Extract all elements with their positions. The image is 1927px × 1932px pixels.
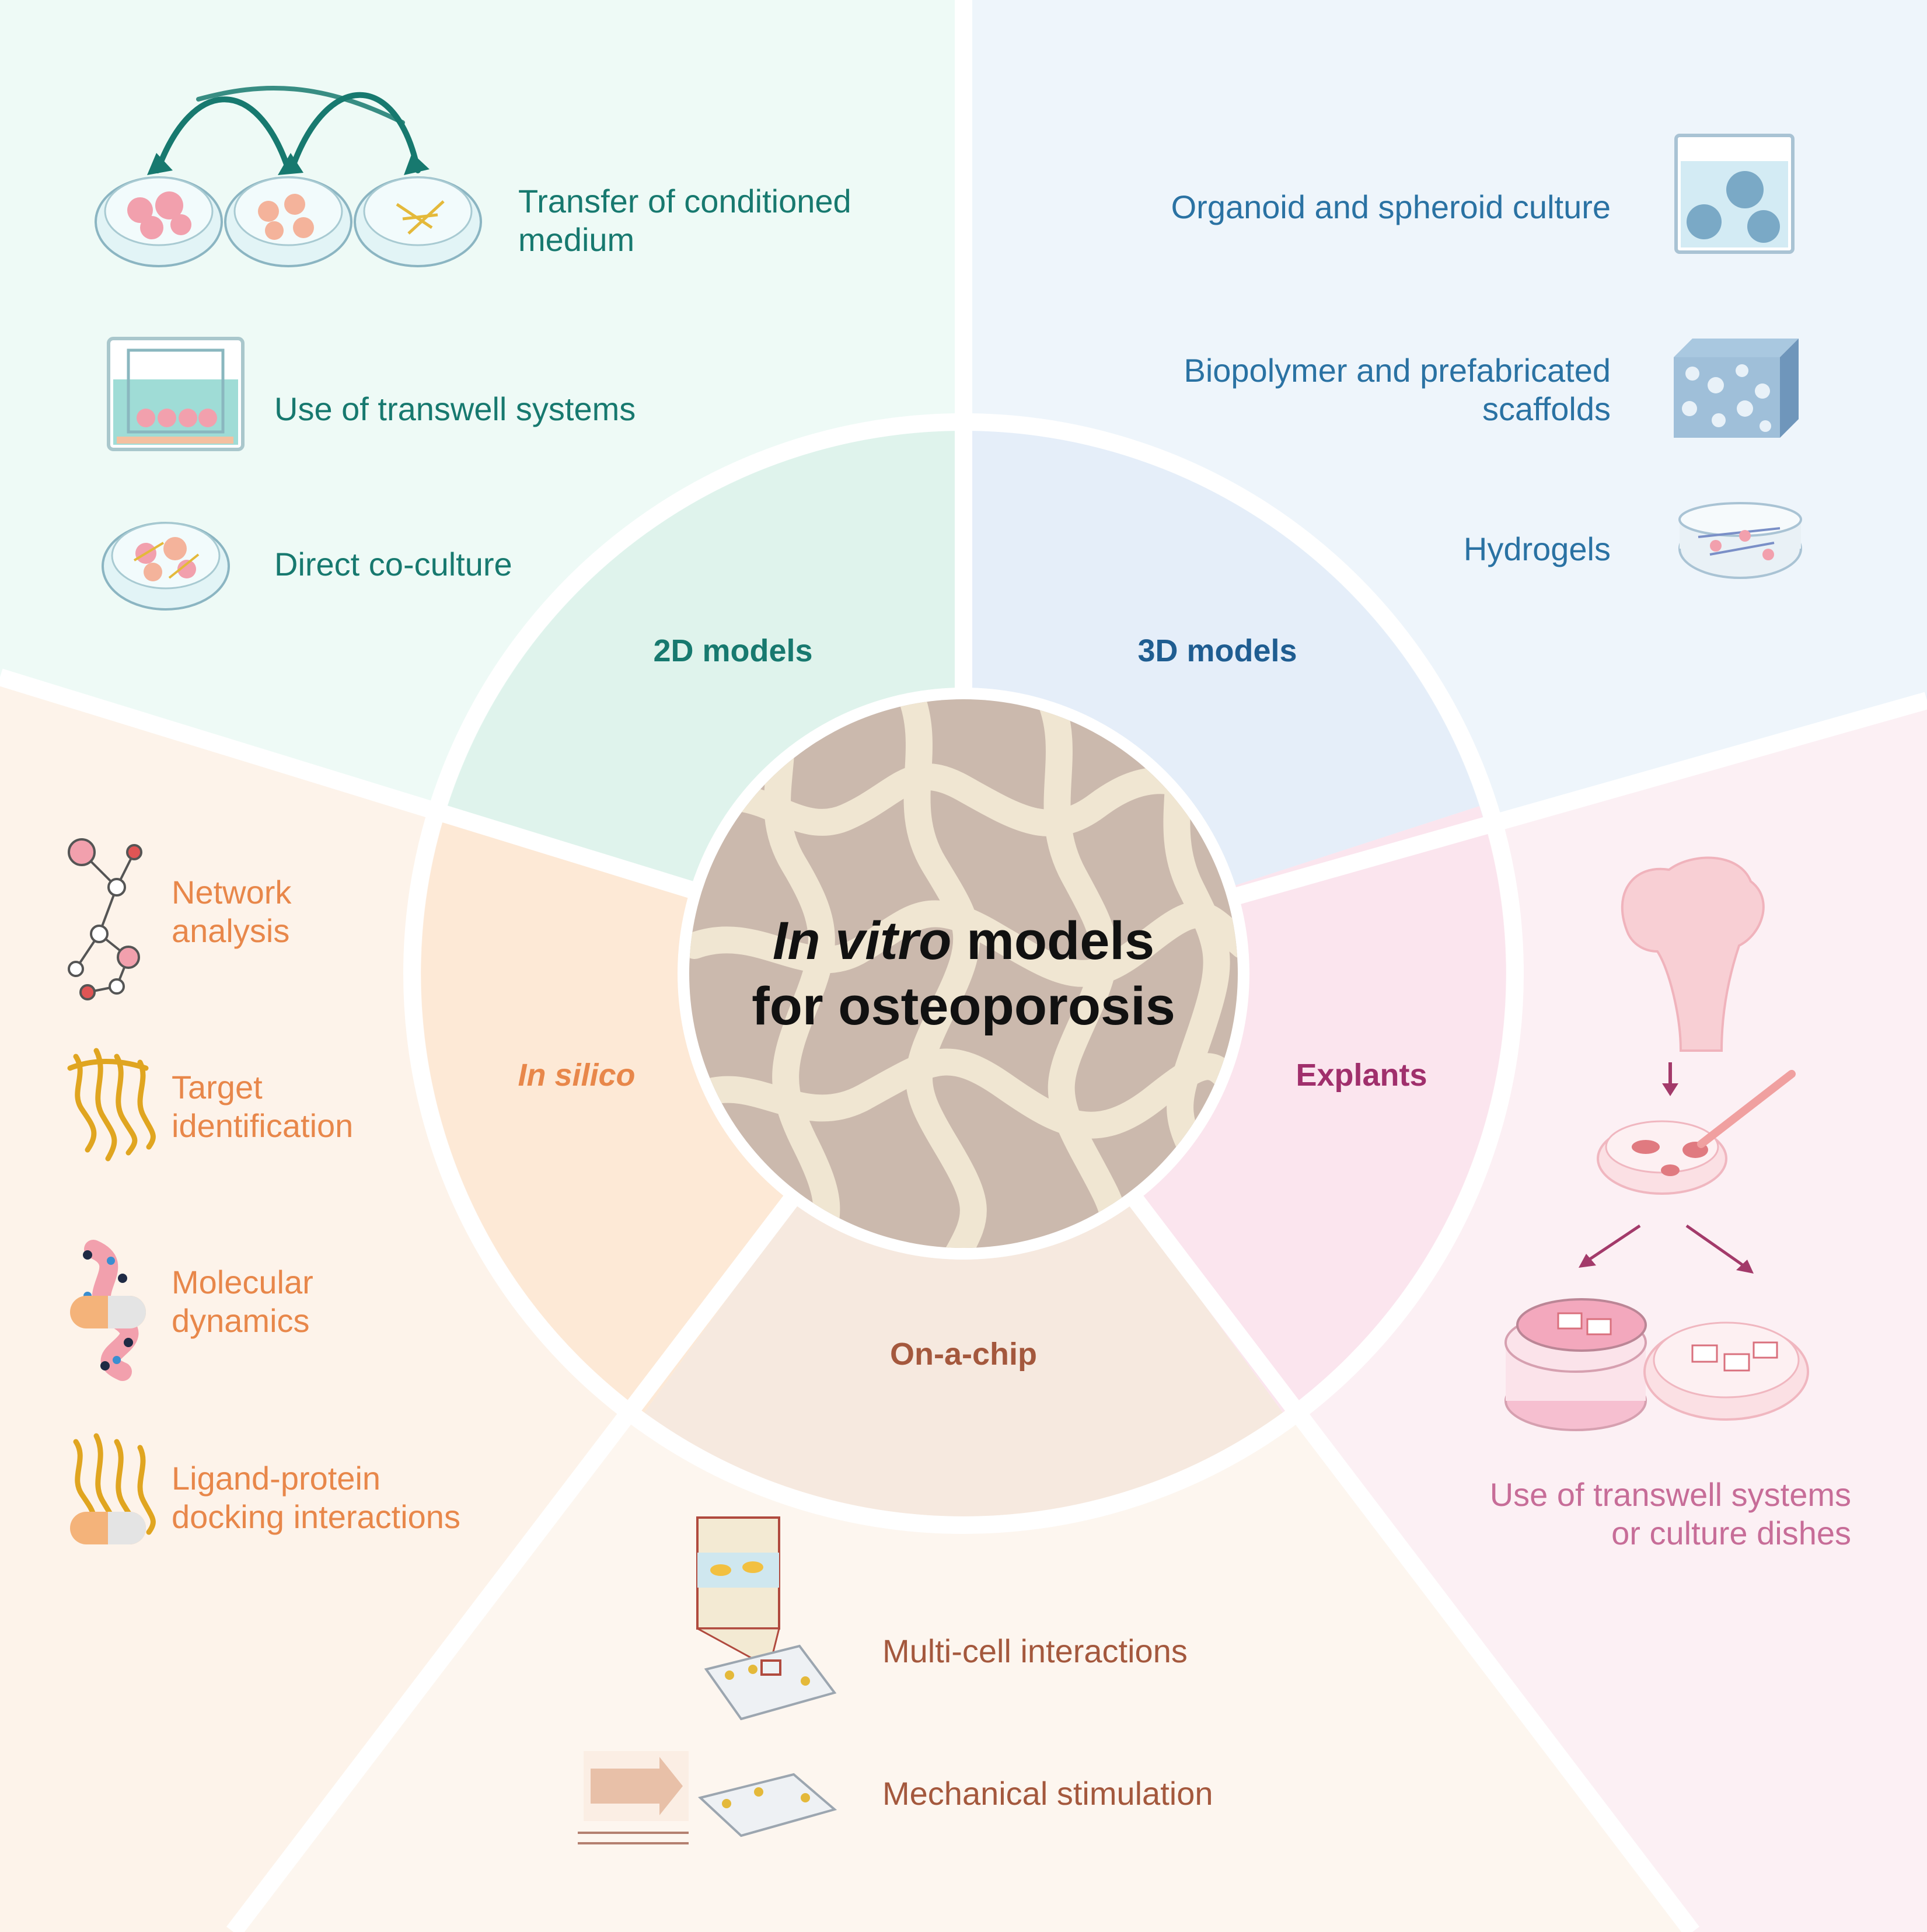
arrows-split-icon <box>1586 1224 1746 1268</box>
category-2d-models: 2D models <box>653 633 813 668</box>
mechanical-stimulation-icon <box>578 1751 837 1844</box>
direct-coculture-icon <box>102 522 230 611</box>
explant-dish-icon <box>1597 1070 1796 1195</box>
label-biopolymer-scaffolds: Biopolymer and prefabricated scaffolds <box>1184 352 1611 427</box>
protein-icon <box>67 1048 156 1162</box>
label-molecular-dynamics: Molecular dynamics <box>172 1264 313 1339</box>
category-3d-models: 3D models <box>1137 633 1297 668</box>
chip-zoom-icon <box>696 1516 837 1721</box>
center-title: In vitro models for osteoporosis <box>752 908 1175 1039</box>
label-direct-coculture: Direct co-culture <box>274 546 512 583</box>
label-explant-transwell-dishes: Use of transwell systems or culture dish… <box>1489 1476 1851 1551</box>
label-mechanical-stimulation: Mechanical stimulation <box>882 1775 1213 1812</box>
explant-transwell-icon <box>1504 1298 1647 1431</box>
label-ligand-protein-docking: Ligand-protein docking interactions <box>172 1460 460 1535</box>
label-transwell-systems: Use of transwell systems <box>274 390 636 427</box>
explant-culture-dish-icon <box>1643 1321 1809 1421</box>
title-rest: models <box>951 911 1155 971</box>
spheroid-icon <box>1674 134 1795 254</box>
category-explants: Explants <box>1296 1058 1427 1093</box>
category-on-a-chip: On-a-chip <box>890 1337 1037 1372</box>
label-multi-cell-interactions: Multi-cell interactions <box>882 1633 1188 1669</box>
label-organoid-spheroid: Organoid and spheroid culture <box>1171 189 1611 225</box>
scaffold-icon <box>1674 339 1799 438</box>
title-line2: for osteoporosis <box>752 977 1175 1036</box>
label-target-identification: Target identification <box>172 1069 354 1144</box>
arrow-down-icon <box>1662 1062 1678 1096</box>
label-conditioned-medium: Transfer of conditioned medium <box>518 183 851 258</box>
molecular-dynamics-icon <box>70 1240 146 1381</box>
category-in-silico: In silico <box>518 1058 636 1093</box>
bone-icon <box>1621 856 1765 1052</box>
network-icon <box>68 838 142 1000</box>
label-network-analysis: Network analysis <box>172 874 292 949</box>
transwell-icon <box>107 337 245 451</box>
conditioned-medium-icon <box>95 85 482 267</box>
label-hydrogels: Hydrogels <box>1463 531 1611 567</box>
docking-icon <box>70 1433 156 1544</box>
hydrogel-icon <box>1678 502 1802 579</box>
title-italic: In vitro <box>772 911 952 971</box>
